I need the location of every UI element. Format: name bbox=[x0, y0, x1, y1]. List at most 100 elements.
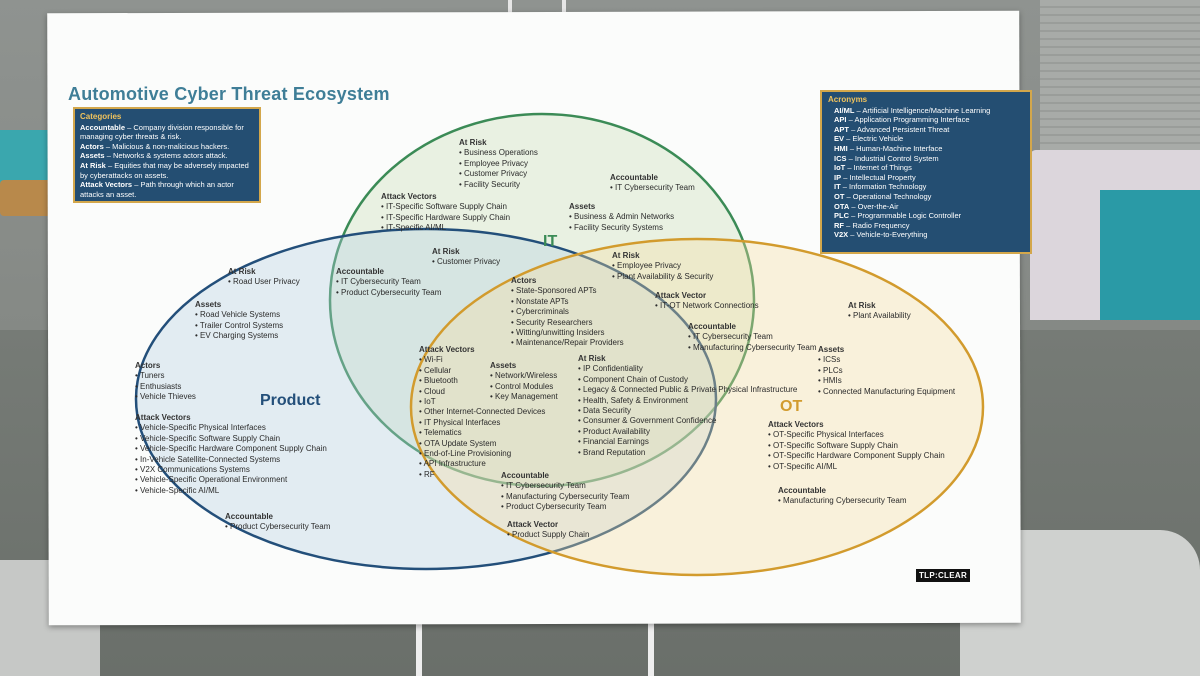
acronyms-definition: – Electric Vehicle bbox=[846, 134, 904, 144]
categories-term: Attack Vectors bbox=[80, 180, 133, 190]
it-assets: AssetsBusiness & Admin NetworksFacility … bbox=[569, 202, 674, 233]
categories-box: Categories Accountable – Company divisio… bbox=[73, 107, 261, 203]
acronyms-term: AI/ML bbox=[834, 105, 855, 115]
center-at-risk: At RiskIP ConfidentialityComponent Chain… bbox=[578, 354, 797, 458]
product-attack-vectors: Attack VectorsVehicle-Specific Physical … bbox=[135, 413, 327, 496]
acronyms-list: AI/ML – Artificial Intelligence/Machine … bbox=[828, 106, 1024, 240]
section-heading: Accountable bbox=[336, 267, 385, 276]
section-item: OT-Specific AI/ML bbox=[768, 462, 945, 472]
acronyms-term: HMI bbox=[834, 143, 848, 153]
section-item: OTA Update System bbox=[419, 439, 545, 449]
poster-title: Automotive Cyber Threat Ecosystem bbox=[68, 84, 390, 104]
acronyms-row: ICS – Industrial Control System bbox=[834, 154, 1024, 164]
it-product-at-risk: At RiskCustomer Privacy bbox=[432, 247, 500, 268]
section-item: IT Physical Interfaces bbox=[419, 418, 545, 428]
section-heading: Assets bbox=[195, 300, 222, 309]
section-heading: Attack Vector bbox=[507, 520, 559, 529]
it-accountable: AccountableIT Cybersecurity Team bbox=[610, 173, 695, 194]
acronyms-row: OTA – Over-the-Air bbox=[834, 202, 1024, 212]
center-accountable: AccountableIT Cybersecurity TeamManufact… bbox=[501, 471, 630, 513]
center-assets: AssetsNetwork/WirelessControl ModulesKey… bbox=[490, 361, 558, 403]
section-item: OT-Specific Physical Interfaces bbox=[768, 430, 945, 440]
categories-heading: Categories bbox=[80, 112, 122, 121]
section-item: In-Vehicle Satellite-Connected Systems bbox=[135, 455, 327, 465]
acronyms-row: EV – Electric Vehicle bbox=[834, 134, 1024, 144]
section-item: IT-Specific Hardware Supply Chain bbox=[381, 213, 510, 223]
section-heading: At Risk bbox=[432, 247, 460, 256]
section-item: Component Chain of Custody bbox=[578, 375, 797, 385]
product-accountable: AccountableProduct Cybersecurity Team bbox=[225, 512, 330, 533]
section-item: Vehicle-Specific Operational Environment bbox=[135, 475, 327, 485]
acronyms-row: RF – Radio Frequency bbox=[834, 221, 1024, 231]
section-item: Financial Earnings bbox=[578, 437, 797, 447]
ot-attack-vectors: Attack VectorsOT-Specific Physical Inter… bbox=[768, 420, 945, 472]
section-item: Telematics bbox=[419, 428, 545, 438]
section-item: Plant Availability bbox=[848, 311, 911, 321]
acronyms-box: Acronyms AI/ML – Artificial Intelligence… bbox=[820, 90, 1032, 254]
section-item: Brand Reputation bbox=[578, 448, 797, 458]
section-heading: Attack Vectors bbox=[135, 413, 191, 422]
section-item: Product Cybersecurity Team bbox=[501, 502, 630, 512]
section-item: Data Security bbox=[578, 406, 797, 416]
categories-definition: – Company division responsible for manag… bbox=[80, 122, 244, 142]
section-heading: At Risk bbox=[459, 138, 487, 147]
section-item: Facility Security bbox=[459, 180, 538, 190]
acronyms-row: AI/ML – Artificial Intelligence/Machine … bbox=[834, 106, 1024, 116]
product-actors: ActorsTunersEnthusiastsVehicle Thieves bbox=[135, 361, 196, 403]
section-item: IT Cybersecurity Team bbox=[610, 183, 695, 193]
acronyms-term: OTA bbox=[834, 201, 850, 211]
section-heading: Accountable bbox=[688, 322, 737, 331]
tlp-label: TLP:CLEAR bbox=[916, 569, 971, 582]
section-item: Employee Privacy bbox=[612, 261, 713, 271]
section-item: IT-OT Network Connections bbox=[655, 301, 759, 311]
categories-row: Attack Vectors – Path through which an a… bbox=[80, 180, 254, 199]
section-item: Vehicle-Specific AI/ML bbox=[135, 486, 327, 496]
section-item: Vehicle Thieves bbox=[135, 392, 196, 402]
acronyms-definition: – Human-Machine Interface bbox=[849, 143, 943, 153]
section-item: OT-Specific Hardware Component Supply Ch… bbox=[768, 451, 945, 461]
section-item: Customer Privacy bbox=[459, 169, 538, 179]
section-heading: Assets bbox=[490, 361, 517, 370]
section-heading: At Risk bbox=[228, 267, 256, 276]
section-item: Vehicle-Specific Hardware Component Supp… bbox=[135, 444, 327, 454]
section-item: Manufacturing Cybersecurity Team bbox=[778, 496, 906, 506]
section-item: ICSs bbox=[818, 355, 955, 365]
it-attack-vectors: Attack VectorsIT-Specific Software Suppl… bbox=[381, 192, 510, 234]
it-ot-accountable: AccountableIT Cybersecurity TeamManufact… bbox=[688, 322, 817, 353]
categories-term: Assets bbox=[80, 151, 105, 161]
section-item: Trailer Control Systems bbox=[195, 321, 283, 331]
section-item: Witting/unwitting Insiders bbox=[511, 328, 624, 338]
section-item: Vehicle-Specific Physical Interfaces bbox=[135, 423, 327, 433]
acronyms-term: RF bbox=[834, 220, 844, 230]
acronyms-definition: – Information Technology bbox=[842, 182, 927, 192]
acronyms-term: EV bbox=[834, 134, 845, 144]
section-item: End-of-Line Provisioning bbox=[419, 449, 545, 459]
section-item: Legacy & Connected Public & Private Phys… bbox=[578, 385, 797, 395]
acronyms-term: IP bbox=[834, 172, 842, 182]
product-at-risk: At RiskRoad User Privacy bbox=[228, 267, 300, 288]
categories-definition: – Path through which an actor attacks an… bbox=[80, 180, 234, 199]
section-heading: Actors bbox=[135, 361, 161, 370]
section-heading: Accountable bbox=[610, 173, 659, 182]
section-item: Manufacturing Cybersecurity Team bbox=[501, 492, 629, 502]
section-item: Road Vehicle Systems bbox=[195, 310, 283, 320]
section-item: IT Cybersecurity Team bbox=[501, 481, 630, 491]
acronyms-row: OT – Operational Technology bbox=[834, 192, 1024, 202]
section-item: Manufacturing Cybersecurity Team bbox=[688, 343, 816, 353]
section-item: PLCs bbox=[818, 366, 955, 376]
section-item: RF bbox=[419, 470, 545, 480]
section-item: Maintenance/Repair Providers bbox=[511, 338, 624, 348]
section-heading: Attack Vectors bbox=[768, 420, 824, 429]
it-product-accountable: AccountableIT Cybersecurity TeamProduct … bbox=[336, 267, 441, 298]
acronyms-term: ICS bbox=[834, 153, 847, 163]
section-heading: Assets bbox=[569, 202, 596, 211]
categories-row: Assets – Networks & systems actors attac… bbox=[80, 151, 254, 161]
section-item: V2X Communications Systems bbox=[135, 465, 327, 475]
section-item: Tuners bbox=[135, 371, 196, 381]
product-label: Product bbox=[260, 392, 321, 409]
acronyms-row: IT – Information Technology bbox=[834, 182, 1024, 192]
acronyms-definition: – Operational Technology bbox=[846, 191, 932, 201]
section-item: Network/Wireless bbox=[490, 371, 558, 381]
section-item: Business Operations bbox=[459, 148, 538, 158]
section-item: IP Confidentiality bbox=[578, 364, 797, 374]
